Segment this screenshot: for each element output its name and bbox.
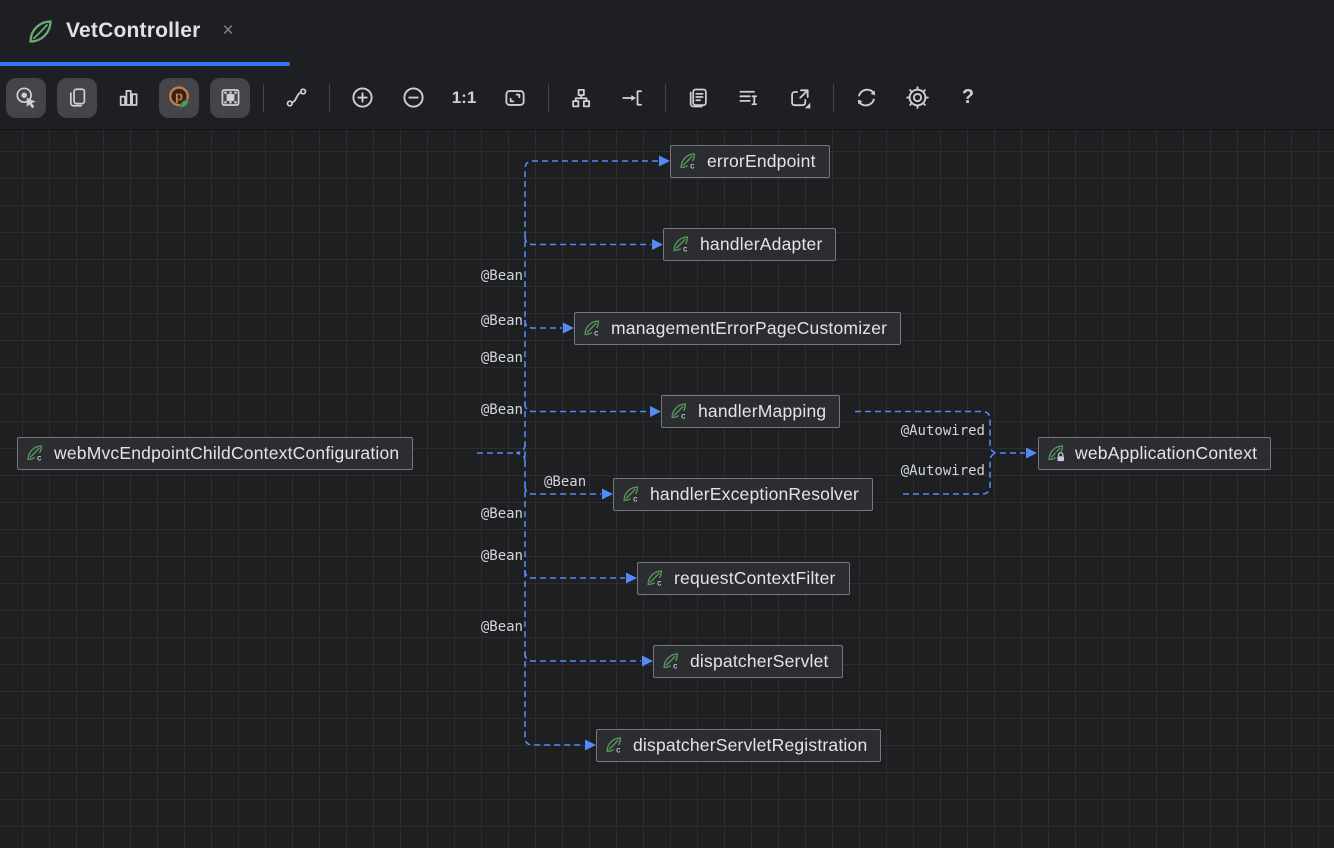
svg-text:c: c	[37, 452, 41, 462]
bean-node-label: requestContextFilter	[674, 568, 836, 589]
spring-bean-class-icon: c	[670, 402, 689, 421]
spring-bean-class-icon: c	[583, 319, 602, 338]
spring-bean-locked-icon	[1047, 444, 1066, 463]
editor-tab-bar: VetController ×	[0, 0, 1334, 66]
toolbar-separator	[329, 84, 330, 112]
bean-node-managementerrorpagecustomizer[interactable]: c managementErrorPageCustomizer	[574, 312, 901, 345]
spring-bean-class-icon: c	[605, 736, 624, 755]
show-notes-button[interactable]	[678, 78, 718, 118]
edge-label-autowired: @Autowired	[901, 423, 985, 439]
bean-node-requestcontextfilter[interactable]: c requestContextFilter	[637, 562, 850, 595]
spring-bean-class-icon: c	[662, 652, 681, 671]
hierarchy-layout-button[interactable]	[561, 78, 601, 118]
spring-bean-class-icon: c	[646, 569, 665, 588]
fit-content-icon	[503, 86, 527, 110]
tab-vetcontroller[interactable]: VetController ×	[0, 0, 260, 62]
spring-bean-class-icon: c	[672, 235, 691, 254]
target-cursor-toggle[interactable]	[6, 78, 46, 118]
spring-bean-class-icon: c	[622, 485, 641, 504]
zoom-in-icon	[350, 85, 375, 110]
help-button[interactable]: ?	[948, 78, 988, 118]
notes-icon	[687, 86, 710, 109]
edge-label-bean: @Bean	[481, 506, 523, 522]
export-icon	[788, 86, 812, 110]
svg-text:c: c	[594, 327, 598, 337]
apply-layout-button[interactable]	[612, 78, 652, 118]
edge-label-bean: @Bean	[481, 313, 523, 329]
bean-node-dispatcherservlet[interactable]: c dispatcherServlet	[653, 645, 843, 678]
bean-node-label: managementErrorPageCustomizer	[611, 318, 887, 339]
actual-size-button[interactable]: 1:1	[444, 78, 484, 118]
refresh-icon	[854, 85, 879, 110]
bean-node-errorendpoint[interactable]: c errorEndpoint	[670, 145, 830, 178]
toolbar-separator	[665, 84, 666, 112]
hierarchy-layout-icon	[569, 86, 593, 110]
diagram-toolbar: p	[0, 66, 1334, 130]
spring-leaf-icon	[27, 18, 54, 45]
tab-title: VetController	[66, 19, 200, 43]
bean-node-label: handlerAdapter	[700, 234, 822, 255]
edge-label-bean: @Bean	[481, 619, 523, 635]
diagram-canvas[interactable]: @Bean @Bean @Bean @Bean @Bean @Bean @Bea…	[0, 130, 1334, 848]
edge-label-autowired: @Autowired	[901, 463, 985, 479]
bean-node-label: handlerMapping	[698, 401, 826, 422]
refresh-button[interactable]	[846, 78, 886, 118]
actual-size-label: 1:1	[452, 88, 477, 108]
edge-label-bean: @Bean	[481, 548, 523, 564]
bar-chart-icon	[117, 86, 140, 109]
svg-text:c: c	[683, 243, 687, 253]
spring-bean-class-icon: c	[26, 444, 45, 463]
bean-node-label: dispatcherServletRegistration	[633, 735, 867, 756]
edge-label-bean: @Bean	[481, 268, 523, 284]
bean-node-label: webMvcEndpointChildContextConfiguration	[54, 443, 399, 464]
frame-borders-toggle[interactable]	[210, 78, 250, 118]
edge-label-bean: @Bean	[481, 350, 523, 366]
edge-label-bean: @Bean	[481, 402, 523, 418]
spring-prototype-toggle[interactable]: p	[159, 78, 199, 118]
fit-content-button[interactable]	[495, 78, 535, 118]
zoom-in-button[interactable]	[342, 78, 382, 118]
bean-node-dispatcherservletregistration[interactable]: c dispatcherServletRegistration	[596, 729, 881, 762]
bean-node-label: errorEndpoint	[707, 151, 816, 172]
gear-icon	[905, 85, 930, 110]
bean-node-label: webApplicationContext	[1075, 443, 1257, 464]
toolbar-separator	[833, 84, 834, 112]
bar-chart-toggle[interactable]	[108, 78, 148, 118]
curved-edge-toggle[interactable]	[276, 78, 316, 118]
export-diagram-button[interactable]	[780, 78, 820, 118]
zoom-out-icon	[401, 85, 426, 110]
copy-icon	[66, 86, 89, 109]
svg-text:c: c	[673, 660, 677, 670]
tab-close-icon[interactable]: ×	[218, 20, 237, 42]
svg-text:c: c	[690, 160, 694, 170]
spring-p-icon: p	[167, 85, 192, 110]
zoom-out-button[interactable]	[393, 78, 433, 118]
svg-text:p: p	[174, 89, 182, 104]
curved-edge-icon	[285, 86, 308, 109]
bean-node-webmvcendpointchildcontextconfiguration[interactable]: c webMvcEndpointChildContextConfiguratio…	[17, 437, 413, 470]
bean-node-handleradapter[interactable]: c handlerAdapter	[663, 228, 836, 261]
svg-text:c: c	[633, 493, 637, 503]
edge-label-bean: @Bean	[544, 474, 586, 490]
bean-node-handlermapping[interactable]: c handlerMapping	[661, 395, 840, 428]
bean-node-label: dispatcherServlet	[690, 651, 829, 672]
svg-text:c: c	[616, 744, 620, 754]
apply-layout-icon	[620, 86, 644, 110]
frame-borders-icon	[219, 86, 242, 109]
target-cursor-icon	[15, 86, 38, 109]
help-label: ?	[962, 86, 974, 109]
svg-text:c: c	[657, 577, 661, 587]
bean-node-label: handlerExceptionResolver	[650, 484, 859, 505]
bean-node-handlerexceptionresolver[interactable]: c handlerExceptionResolver	[613, 478, 873, 511]
copy-diagram-toggle[interactable]	[57, 78, 97, 118]
settings-button[interactable]	[897, 78, 937, 118]
edge-labels-icon	[737, 86, 761, 110]
spring-bean-class-icon: c	[679, 152, 698, 171]
svg-text:c: c	[681, 410, 685, 420]
toolbar-separator	[548, 84, 549, 112]
edge-labels-button[interactable]	[729, 78, 769, 118]
bean-node-webapplicationcontext[interactable]: webApplicationContext	[1038, 437, 1271, 470]
toolbar-separator	[263, 84, 264, 112]
